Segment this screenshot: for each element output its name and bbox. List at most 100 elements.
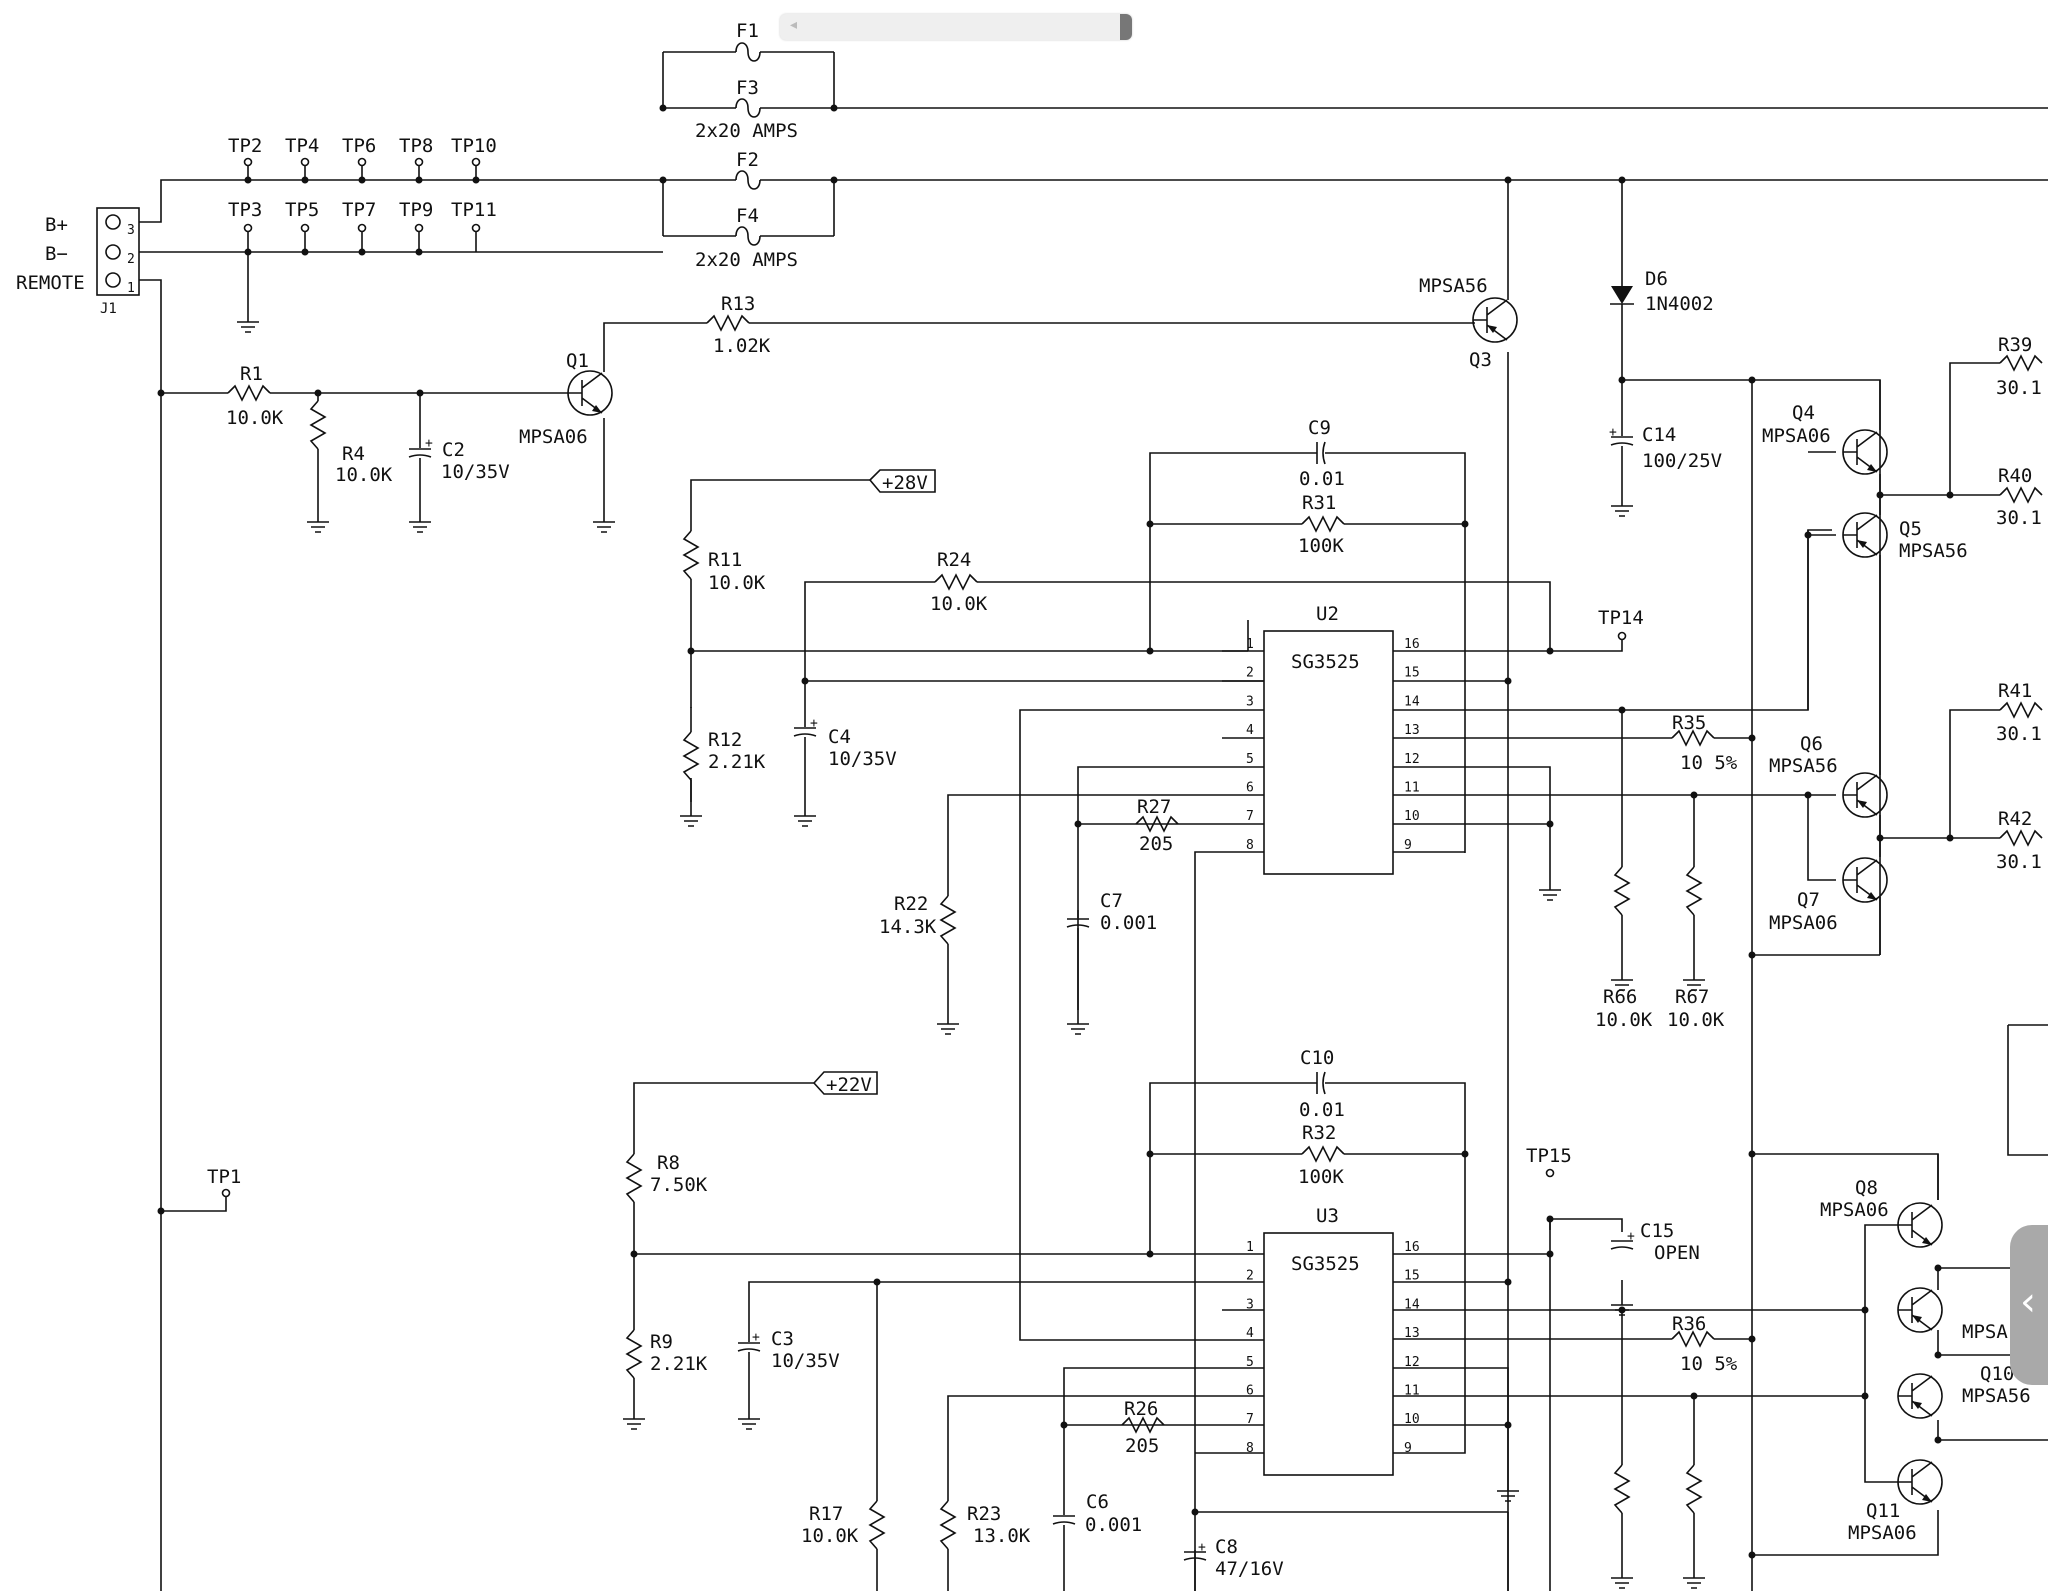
- ic-pin-number: 2: [1246, 1269, 1254, 1284]
- part-value: 30.1: [1996, 723, 2042, 745]
- ic-pin-number: 7: [1246, 1412, 1254, 1427]
- part-value: 10 5%: [1680, 1353, 1738, 1375]
- part-ref: R40: [1998, 465, 2032, 487]
- part-ref: Q6: [1800, 733, 1823, 755]
- ic-pin-number: 1: [1246, 1240, 1254, 1255]
- ic-pin-number: 11: [1404, 781, 1420, 796]
- part-ref: C9: [1308, 417, 1331, 439]
- part-value: 30.1: [1996, 377, 2042, 399]
- part-ref: R31: [1302, 492, 1336, 514]
- part-value: 30.1: [1996, 507, 2042, 529]
- ic-pin-number: 5: [1246, 1355, 1254, 1370]
- svg-text:+: +: [752, 1330, 760, 1345]
- part-value: 100/25V: [1642, 450, 1722, 472]
- part-value: SG3525: [1291, 651, 1360, 673]
- capacitors: + + + + + +: [408, 425, 1635, 1561]
- ic-pin-number: 12: [1404, 752, 1420, 767]
- part-ref: R17: [809, 1503, 843, 1525]
- part-ref: Q11: [1866, 1500, 1900, 1522]
- part-value: 0.01: [1299, 468, 1345, 490]
- part-value: 10 5%: [1680, 752, 1738, 774]
- ic-pin-number: 8: [1246, 1441, 1254, 1456]
- connector-pin-label: B+: [45, 214, 68, 236]
- wiring: [96, 51, 2048, 1591]
- part-ref: D6: [1645, 268, 1668, 290]
- part-ref: Q1: [566, 350, 589, 372]
- part-ref: R27: [1137, 796, 1171, 818]
- part-value: 10.0K: [226, 407, 284, 429]
- part-ref: C2: [442, 439, 465, 461]
- scrollbar-thumb[interactable]: [1120, 14, 1132, 40]
- ic-pin-number: 14: [1404, 1297, 1420, 1312]
- scroll-left-icon[interactable]: ◂: [790, 17, 798, 33]
- part-value: MPSA56: [1769, 755, 1838, 777]
- part-value: 7.50K: [650, 1174, 708, 1196]
- part-ref: R39: [1998, 334, 2032, 356]
- ic-pin-number: 6: [1246, 1384, 1254, 1399]
- part-ref: R22: [894, 893, 928, 915]
- test-point-label: TP6: [342, 135, 376, 157]
- transistors: [567, 297, 1943, 1505]
- part-value: 10.0K: [335, 464, 393, 486]
- part-value: 14.3K: [879, 916, 937, 938]
- test-point-label: TP2: [228, 135, 262, 157]
- part-ref: R24: [937, 549, 971, 571]
- ic-pin-number: 10: [1404, 1412, 1420, 1427]
- part-value: 100K: [1298, 1166, 1344, 1188]
- part-ref: R8: [657, 1152, 680, 1174]
- part-value: MPSA06: [1762, 425, 1831, 447]
- svg-text:+: +: [1198, 1540, 1206, 1555]
- test-point-label: TP11: [451, 199, 497, 221]
- test-point-label: TP3: [228, 199, 262, 221]
- part-ref: R23: [967, 1503, 1001, 1525]
- ic-pin-number: 10: [1404, 809, 1420, 824]
- part-value: SG3525: [1291, 1253, 1360, 1275]
- part-value: 10/35V: [771, 1350, 840, 1372]
- part-ref: R67: [1675, 986, 1709, 1008]
- part-ref: R41: [1998, 680, 2032, 702]
- part-ref: R12: [708, 729, 742, 751]
- part-value: MPSA: [1962, 1321, 2008, 1343]
- horizontal-scrollbar[interactable]: ◂: [780, 14, 1132, 40]
- part-value: OPEN: [1654, 1242, 1700, 1264]
- fuse-bank: F1 F3 2x20 AMPS F2 F4 2x20 AMPS: [695, 20, 798, 271]
- connector-pin-number: 1: [127, 281, 135, 296]
- ic-pin-number: 1: [1246, 637, 1254, 652]
- part-ref: Q10: [1980, 1363, 2014, 1385]
- part-value: 10.0K: [708, 572, 766, 594]
- part-value: MPSA06: [1769, 912, 1838, 934]
- connector-pin-number: 3: [127, 223, 135, 238]
- part-ref: Q8: [1855, 1177, 1878, 1199]
- part-ref: Q3: [1469, 349, 1492, 371]
- svg-text:+: +: [810, 716, 818, 731]
- part-ref: C10: [1300, 1047, 1334, 1069]
- part-value: 2.21K: [650, 1353, 708, 1375]
- part-ref: R13: [721, 293, 755, 315]
- part-value: 10.0K: [930, 593, 988, 615]
- net-flags: +28V +22V: [812, 469, 936, 1096]
- ic-pin-numbers: 1234567816151413121110912345678161514131…: [1246, 637, 1420, 1456]
- part-value: 1N4002: [1645, 293, 1714, 315]
- ic-pin-number: 3: [1246, 1297, 1254, 1312]
- part-ref: C7: [1100, 890, 1123, 912]
- part-ref: C3: [771, 1328, 794, 1350]
- part-ref: C15: [1640, 1220, 1674, 1242]
- part-value: MPSA06: [1820, 1199, 1889, 1221]
- part-value: MPSA56: [1419, 275, 1488, 297]
- part-value: 1.02K: [713, 335, 771, 357]
- part-value: 0.001: [1100, 912, 1157, 934]
- part-ref: C14: [1642, 424, 1676, 446]
- ic-pin-number: 8: [1246, 838, 1254, 853]
- ic-pin-number: 13: [1404, 1326, 1420, 1341]
- part-value: 13.0K: [973, 1525, 1031, 1547]
- part-value: MPSA56: [1962, 1385, 2031, 1407]
- part-ref: R11: [708, 549, 742, 571]
- ic-u3: [1263, 1232, 1394, 1476]
- diode-d6: [1610, 286, 1634, 305]
- side-panel-toggle[interactable]: ‹: [2010, 1225, 2048, 1385]
- chevron-left-icon: ‹: [2020, 1279, 2036, 1325]
- test-point-label: TP5: [285, 199, 319, 221]
- ic-pin-number: 5: [1246, 752, 1254, 767]
- part-ref: R9: [650, 1331, 673, 1353]
